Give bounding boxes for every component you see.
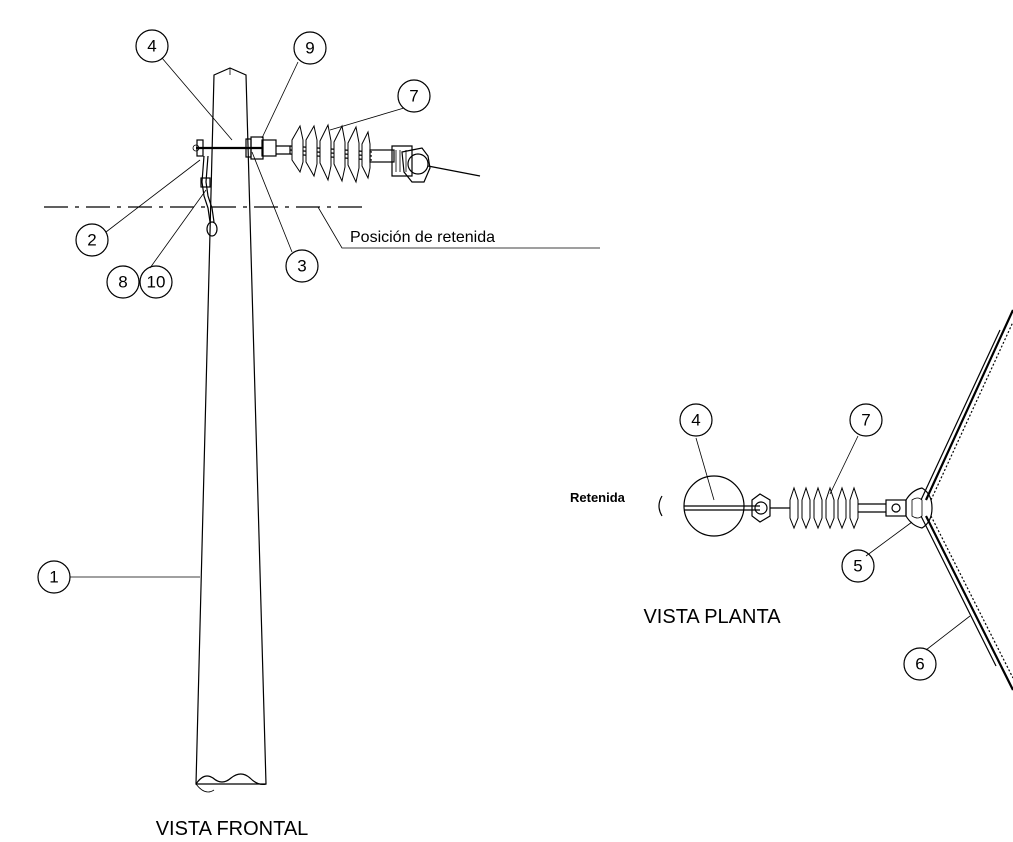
guy-arc [658,495,663,517]
plan-insulator [751,486,933,530]
guy-hook [200,155,218,237]
front-leaders [70,57,600,578]
svg-text:2: 2 [87,231,96,250]
plan-view: 4 7 5 6 Retenida VISTA PLANTA [570,309,1013,691]
bolt-assembly [192,136,277,160]
svg-text:10: 10 [147,273,166,292]
guy-label: Retenida [570,490,626,505]
callout-8: 8 [106,265,140,299]
svg-text:4: 4 [147,37,156,56]
plan-view-title: VISTA PLANTA [643,606,781,628]
callout-9: 9 [293,31,327,65]
svg-text:1: 1 [49,568,58,587]
callout-5: 5 [841,549,875,583]
guy-wire [920,309,1013,691]
callout-4-front: 4 [135,29,169,63]
front-view-title: VISTA FRONTAL [156,818,309,840]
plan-leaders [695,435,971,651]
callout-1: 1 [37,560,71,594]
svg-text:3: 3 [297,257,306,276]
front-insulator [276,123,481,184]
svg-text:7: 7 [409,87,418,106]
callout-10: 10 [139,265,173,299]
svg-text:8: 8 [118,273,127,292]
front-view: 4 9 7 2 3 8 10 1 Posición de [37,29,600,840]
callout-4-plan: 4 [679,403,713,437]
pole [195,67,267,793]
guy-position-label: Posición de retenida [350,229,495,246]
svg-text:7: 7 [861,411,870,430]
svg-text:9: 9 [305,39,314,58]
callout-7-front: 7 [397,79,431,113]
svg-text:6: 6 [915,655,924,674]
callout-2: 2 [75,223,109,257]
svg-text:4: 4 [691,411,700,430]
callout-6: 6 [903,647,937,681]
callout-7-plan: 7 [849,403,883,437]
svg-text:5: 5 [853,557,862,576]
callout-3: 3 [285,249,319,283]
